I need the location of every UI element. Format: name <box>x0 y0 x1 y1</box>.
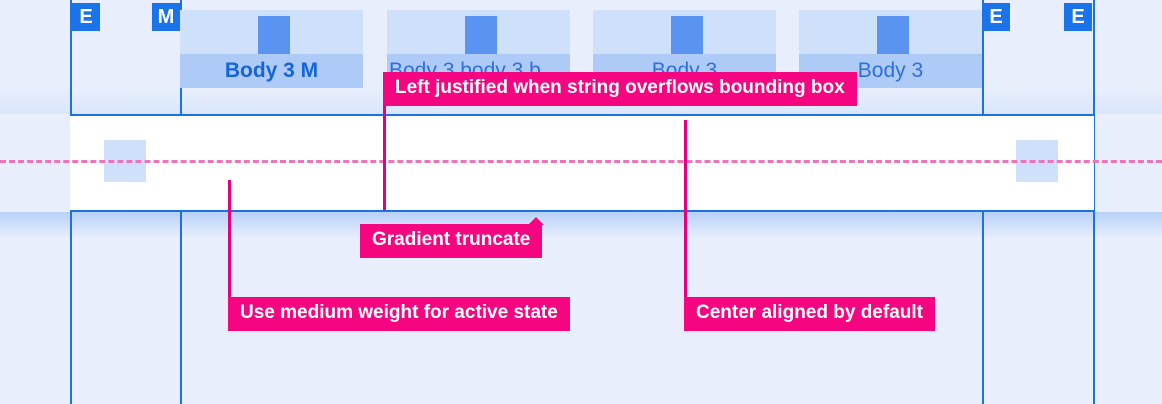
weight-note-connector <box>228 180 231 297</box>
tab-label-1: Body 3 M <box>224 59 319 82</box>
vertical-center-baseline <box>0 160 1162 163</box>
tab-label-band-4: Body 3 <box>799 54 982 88</box>
overflow-note-connector <box>383 72 386 210</box>
tab-label-band-1: Body 3 M <box>180 54 363 88</box>
tab-glyph-icon-3 <box>671 16 703 54</box>
tab-glyph-icon-4 <box>877 16 909 54</box>
center-note-connector <box>684 120 687 297</box>
tab-label-4: Body 3 <box>857 59 924 82</box>
annotation-overflow-note: Left justified when string overflows bou… <box>383 72 857 106</box>
tab-glyph-icon-2 <box>465 16 497 54</box>
tab-item-1[interactable]: Body 3 M <box>180 10 363 88</box>
tab-item-4[interactable]: Body 3 <box>799 10 982 88</box>
tab-icon-band-1 <box>180 10 363 54</box>
tab-icon-band-3 <box>593 10 776 54</box>
tab-icon-band-2 <box>387 10 570 54</box>
annotation-weight-note: Use medium weight for active state <box>228 297 570 331</box>
tab-bar-panel <box>70 114 1094 212</box>
annotation-gradient-note: Gradient truncate <box>360 224 543 258</box>
spacing-chip-edge-right1: E <box>982 3 1010 31</box>
spacing-chip-edge-right2: E <box>1064 3 1092 31</box>
panel-bottom-wash <box>0 212 1162 238</box>
tab-glyph-icon-1 <box>258 16 290 54</box>
spacing-chip-medium: M <box>152 3 180 31</box>
spacing-chip-edge-left: E <box>72 3 100 31</box>
tab-icon-band-4 <box>799 10 982 54</box>
column-guide-4 <box>1093 0 1095 404</box>
annotation-center-note: Center aligned by default <box>684 297 935 331</box>
